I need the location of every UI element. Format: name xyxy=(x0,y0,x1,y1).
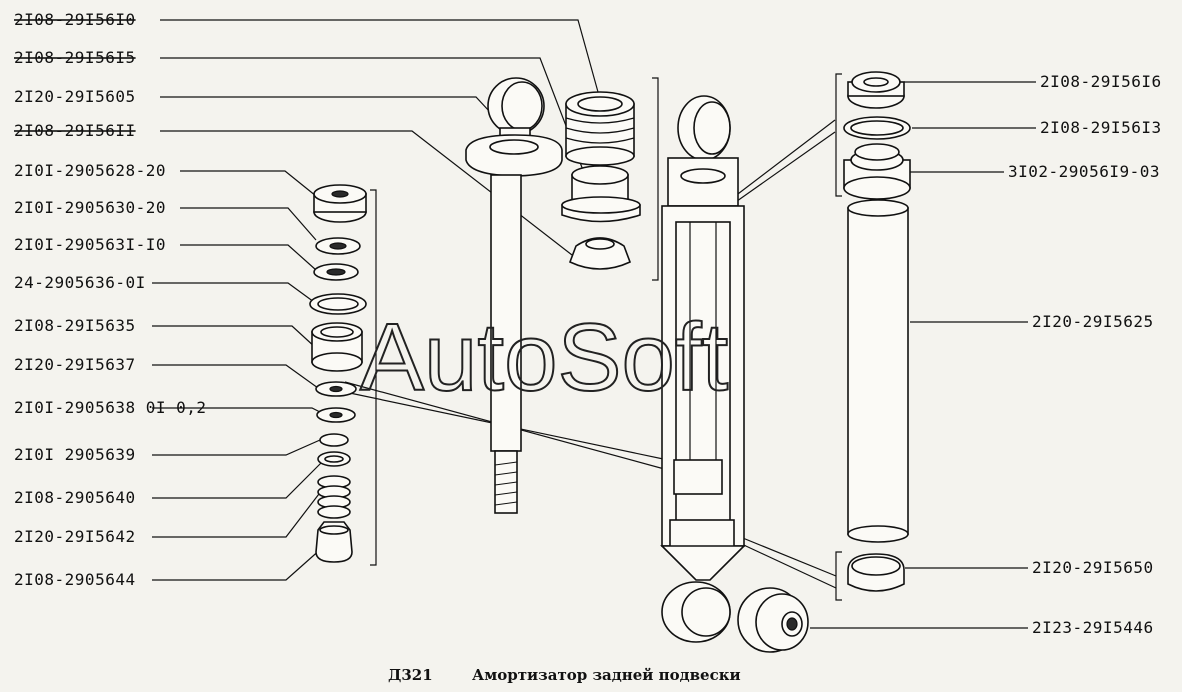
part-label: 2I08-29I56I0 xyxy=(14,10,136,29)
part-label: 2I08-2905640 xyxy=(14,488,136,507)
part-label: 2I20-29I5625 xyxy=(1032,312,1154,331)
part-label: 2I0I-290563I-I0 xyxy=(14,235,166,254)
shock-body xyxy=(660,95,746,643)
brackets xyxy=(370,73,842,601)
right-parts xyxy=(737,71,911,653)
part-label: 2I08-29I56I6 xyxy=(1040,72,1162,91)
figure-title: Амортизатор задней подвески xyxy=(472,666,741,684)
valve-parts-stack xyxy=(309,184,367,563)
part-label: 2I0I 2905639 xyxy=(14,445,136,464)
part-label: 2I08-2905644 xyxy=(14,570,136,589)
part-label: 2I08-29I5635 xyxy=(14,316,136,335)
valve-spring xyxy=(317,475,351,519)
part-label: 2I23-29I5446 xyxy=(1032,618,1154,637)
labels-left: 2I08-29I56I0 2I08-29I56I5 2I20-29I5605 2… xyxy=(14,10,207,589)
part-label: 2I08-29I56II xyxy=(14,121,136,140)
watermark: AutoSoft xyxy=(360,304,728,411)
leader-lines-right xyxy=(729,81,1036,629)
part-label: 2I20-29I5637 xyxy=(14,355,136,374)
figure-code: Д321 xyxy=(388,666,433,684)
top-center-parts xyxy=(561,91,641,270)
part-label: 2I20-29I5642 xyxy=(14,527,136,546)
labels-right: 2I08-29I56I6 2I08-29I56I3 3I02-29056I9-0… xyxy=(1008,72,1162,637)
piston-rod xyxy=(465,77,563,514)
part-label: 2I08-29I56I5 xyxy=(14,48,136,67)
part-label: 2I20-29I5650 xyxy=(1032,558,1154,577)
part-label: 2I08-29I56I3 xyxy=(1040,118,1162,137)
part-label: 3I02-29056I9-03 xyxy=(1008,162,1160,181)
part-label: 2I0I-2905638 0I 0,2 xyxy=(14,398,207,417)
part-label: 2I0I-2905628-20 xyxy=(14,161,166,180)
part-label: 2I20-29I5605 xyxy=(14,87,136,106)
part-label: 24-2905636-0I xyxy=(14,273,146,292)
part-label: 2I0I-2905630-20 xyxy=(14,198,166,217)
